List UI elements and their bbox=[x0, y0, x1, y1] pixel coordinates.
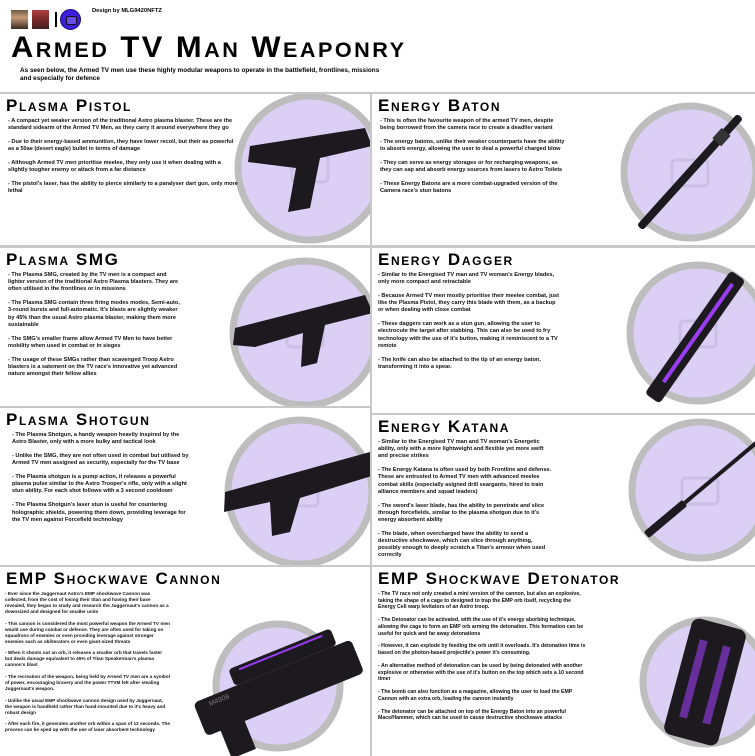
credit: Design by MLG9420NFTZ bbox=[92, 8, 162, 14]
bullet-point: - However, it can explode by feeding the… bbox=[378, 643, 586, 657]
panel-energy-katana: Energy Katana - Similar to the Energised… bbox=[372, 415, 755, 565]
bullet-point: - Similar to the Energised TV man and TV… bbox=[378, 272, 555, 286]
bullet-point: - Similar to the Energised TV man and TV… bbox=[378, 439, 544, 460]
bullet-point: - The knife can also be attached to the … bbox=[378, 356, 541, 370]
bullet-point: - The Plasma Shotgun, a handy weapon hea… bbox=[12, 432, 180, 446]
panel-description: - This is often the favourite weapon of … bbox=[380, 118, 565, 202]
weapon-illustration bbox=[626, 261, 755, 405]
baton-icon bbox=[638, 114, 742, 230]
bullet-point: - Unlike the usual EMP shockwave cannon … bbox=[5, 697, 166, 715]
bullet-point: - The detonator can be attached on top o… bbox=[378, 708, 566, 722]
bullet-point: - Due to their energy-based ammunition, … bbox=[8, 139, 234, 153]
panel-description: - The Plasma Shotgun, a handy weapon hea… bbox=[12, 432, 190, 531]
avatar bbox=[11, 10, 28, 29]
page-subtitle: As seen below, the Armed TV men use thes… bbox=[20, 67, 380, 83]
shotgun-icon bbox=[224, 452, 370, 536]
bullet-point: - After each fire, it generates another … bbox=[5, 721, 170, 733]
bullet-point: - Although Armed TV men prioritise meele… bbox=[8, 160, 221, 174]
bullet-point: - The bomb can also function as a magazi… bbox=[378, 689, 573, 702]
detonator-icon bbox=[664, 618, 746, 746]
backdrop-circle bbox=[628, 418, 755, 562]
panel-title: Energy Baton bbox=[378, 96, 502, 115]
weapon-illustration bbox=[620, 102, 755, 242]
bullet-point: - These Energy Batons are a more combat-… bbox=[380, 181, 558, 195]
panel-description: - The Plasma SMG, created by the TV men … bbox=[8, 272, 183, 385]
panel-title: Plasma SMG bbox=[6, 250, 120, 269]
bullet-point: - The SMG's smaller frame allow Armed TV… bbox=[8, 335, 173, 349]
bullet-point: - Ever since the Juggernaut Astro's EMP … bbox=[5, 591, 169, 615]
bullet-point: - The Plasma SMG contain three firing mo… bbox=[8, 300, 180, 328]
bullet-point: - The Detonator can be activated, with t… bbox=[378, 617, 584, 637]
bullet-point: - The Plasma shotgun is a pump action, i… bbox=[12, 474, 187, 495]
tv-logo-icon bbox=[60, 9, 81, 30]
bullet-point: - These daggers can work as a stun gun, … bbox=[378, 321, 558, 349]
panel-title: EMP Shockwave Detonator bbox=[378, 569, 621, 588]
bullet-point: - This cannon is considered the most pow… bbox=[5, 620, 170, 644]
panel-description: - The TV race not only created a mini ve… bbox=[378, 591, 590, 728]
panel-plasma-shotgun: Plasma Shotgun - The Plasma Shotgun, a h… bbox=[0, 408, 370, 565]
bullet-point: - The Energy Katana is often used by bot… bbox=[378, 467, 552, 495]
avatar bbox=[32, 10, 49, 29]
bullet-point: - A compact yet weaker version of the tr… bbox=[8, 118, 233, 132]
panel-emp-shockwave-cannon: M4908 EMP Shockwave Cannon - Ever since t… bbox=[0, 567, 370, 756]
divider bbox=[55, 12, 57, 27]
katana-icon bbox=[644, 430, 755, 538]
bullet-point: - They can serve as energy storages or f… bbox=[380, 160, 563, 174]
pistol-icon bbox=[248, 128, 370, 212]
smg-icon bbox=[233, 295, 370, 367]
panel-title: Plasma Pistol bbox=[6, 96, 132, 115]
tv-icon bbox=[680, 476, 720, 506]
panel-title: EMP Shockwave Cannon bbox=[6, 569, 222, 588]
panel-plasma-smg: Plasma SMG - The Plasma SMG, created by … bbox=[0, 248, 370, 406]
panel-description: - A compact yet weaker version of the tr… bbox=[8, 118, 240, 202]
panel-title: Energy Dagger bbox=[378, 250, 514, 269]
bullet-point: - The energy batons, unlike their weaker… bbox=[380, 139, 565, 153]
bullet-point: - The TV race not only created a mini ve… bbox=[378, 591, 581, 611]
bullet-point: - The sword's laser blade, has the abili… bbox=[378, 502, 545, 523]
weapon-illustration bbox=[628, 418, 755, 562]
weapon-illustration bbox=[234, 94, 370, 244]
weapon-illustration: M4908 bbox=[194, 620, 363, 756]
bullet-point: - The Plasma Shotgun's laser stun is use… bbox=[12, 502, 186, 523]
bullet-point: - Unlike the SMG, they are not often use… bbox=[12, 453, 189, 467]
panel-title: Plasma Shotgun bbox=[6, 410, 151, 429]
bullet-point: - An alternative method of detonation ca… bbox=[378, 662, 584, 683]
panel-title: Energy Katana bbox=[378, 417, 511, 436]
panel-energy-baton: Energy Baton - This is often the favouri… bbox=[372, 94, 755, 245]
panel-energy-dagger: Energy Dagger - Similar to the Energised… bbox=[372, 248, 755, 413]
header: Design by MLG9420NFTZ Armed TV Man Weapo… bbox=[0, 0, 755, 92]
bullet-point: - Because Armed TV men mostly prioritise… bbox=[378, 293, 560, 314]
panel-description: - Similar to the Energised TV man and TV… bbox=[378, 272, 560, 378]
tv-icon bbox=[670, 158, 710, 188]
panel-emp-shockwave-detonator: EMP Shockwave Detonator - The TV race no… bbox=[372, 567, 755, 756]
panel-description: - Similar to the Energised TV man and TV… bbox=[378, 439, 554, 565]
weapon-illustration bbox=[224, 416, 370, 565]
bullet-point: - This is often the favourite weapon of … bbox=[380, 118, 554, 132]
panel-plasma-pistol: Plasma Pistol - A compact yet weaker ver… bbox=[0, 94, 370, 245]
bullet-point: - When it shoots out an orb, it releases… bbox=[5, 650, 163, 668]
weapon-illustration bbox=[639, 616, 755, 748]
bullet-point: - The usage of these SMGs rather than sc… bbox=[8, 356, 178, 378]
panel-description: - Ever since the Juggernaut Astro's EMP … bbox=[5, 591, 170, 739]
weapon-illustration bbox=[229, 257, 370, 406]
dagger-icon bbox=[646, 272, 744, 403]
bullet-point: - The Plasma SMG, created by the TV men … bbox=[8, 272, 179, 293]
bullet-point: - The recreation of the weapon, being he… bbox=[5, 674, 170, 692]
bullet-point: - The pistol's laser, has the ability to… bbox=[8, 181, 238, 195]
cannon-icon bbox=[194, 629, 363, 756]
page-title: Armed TV Man Weaponry bbox=[11, 31, 407, 64]
bullet-point: - The blade, when overcharged have the a… bbox=[378, 530, 546, 559]
